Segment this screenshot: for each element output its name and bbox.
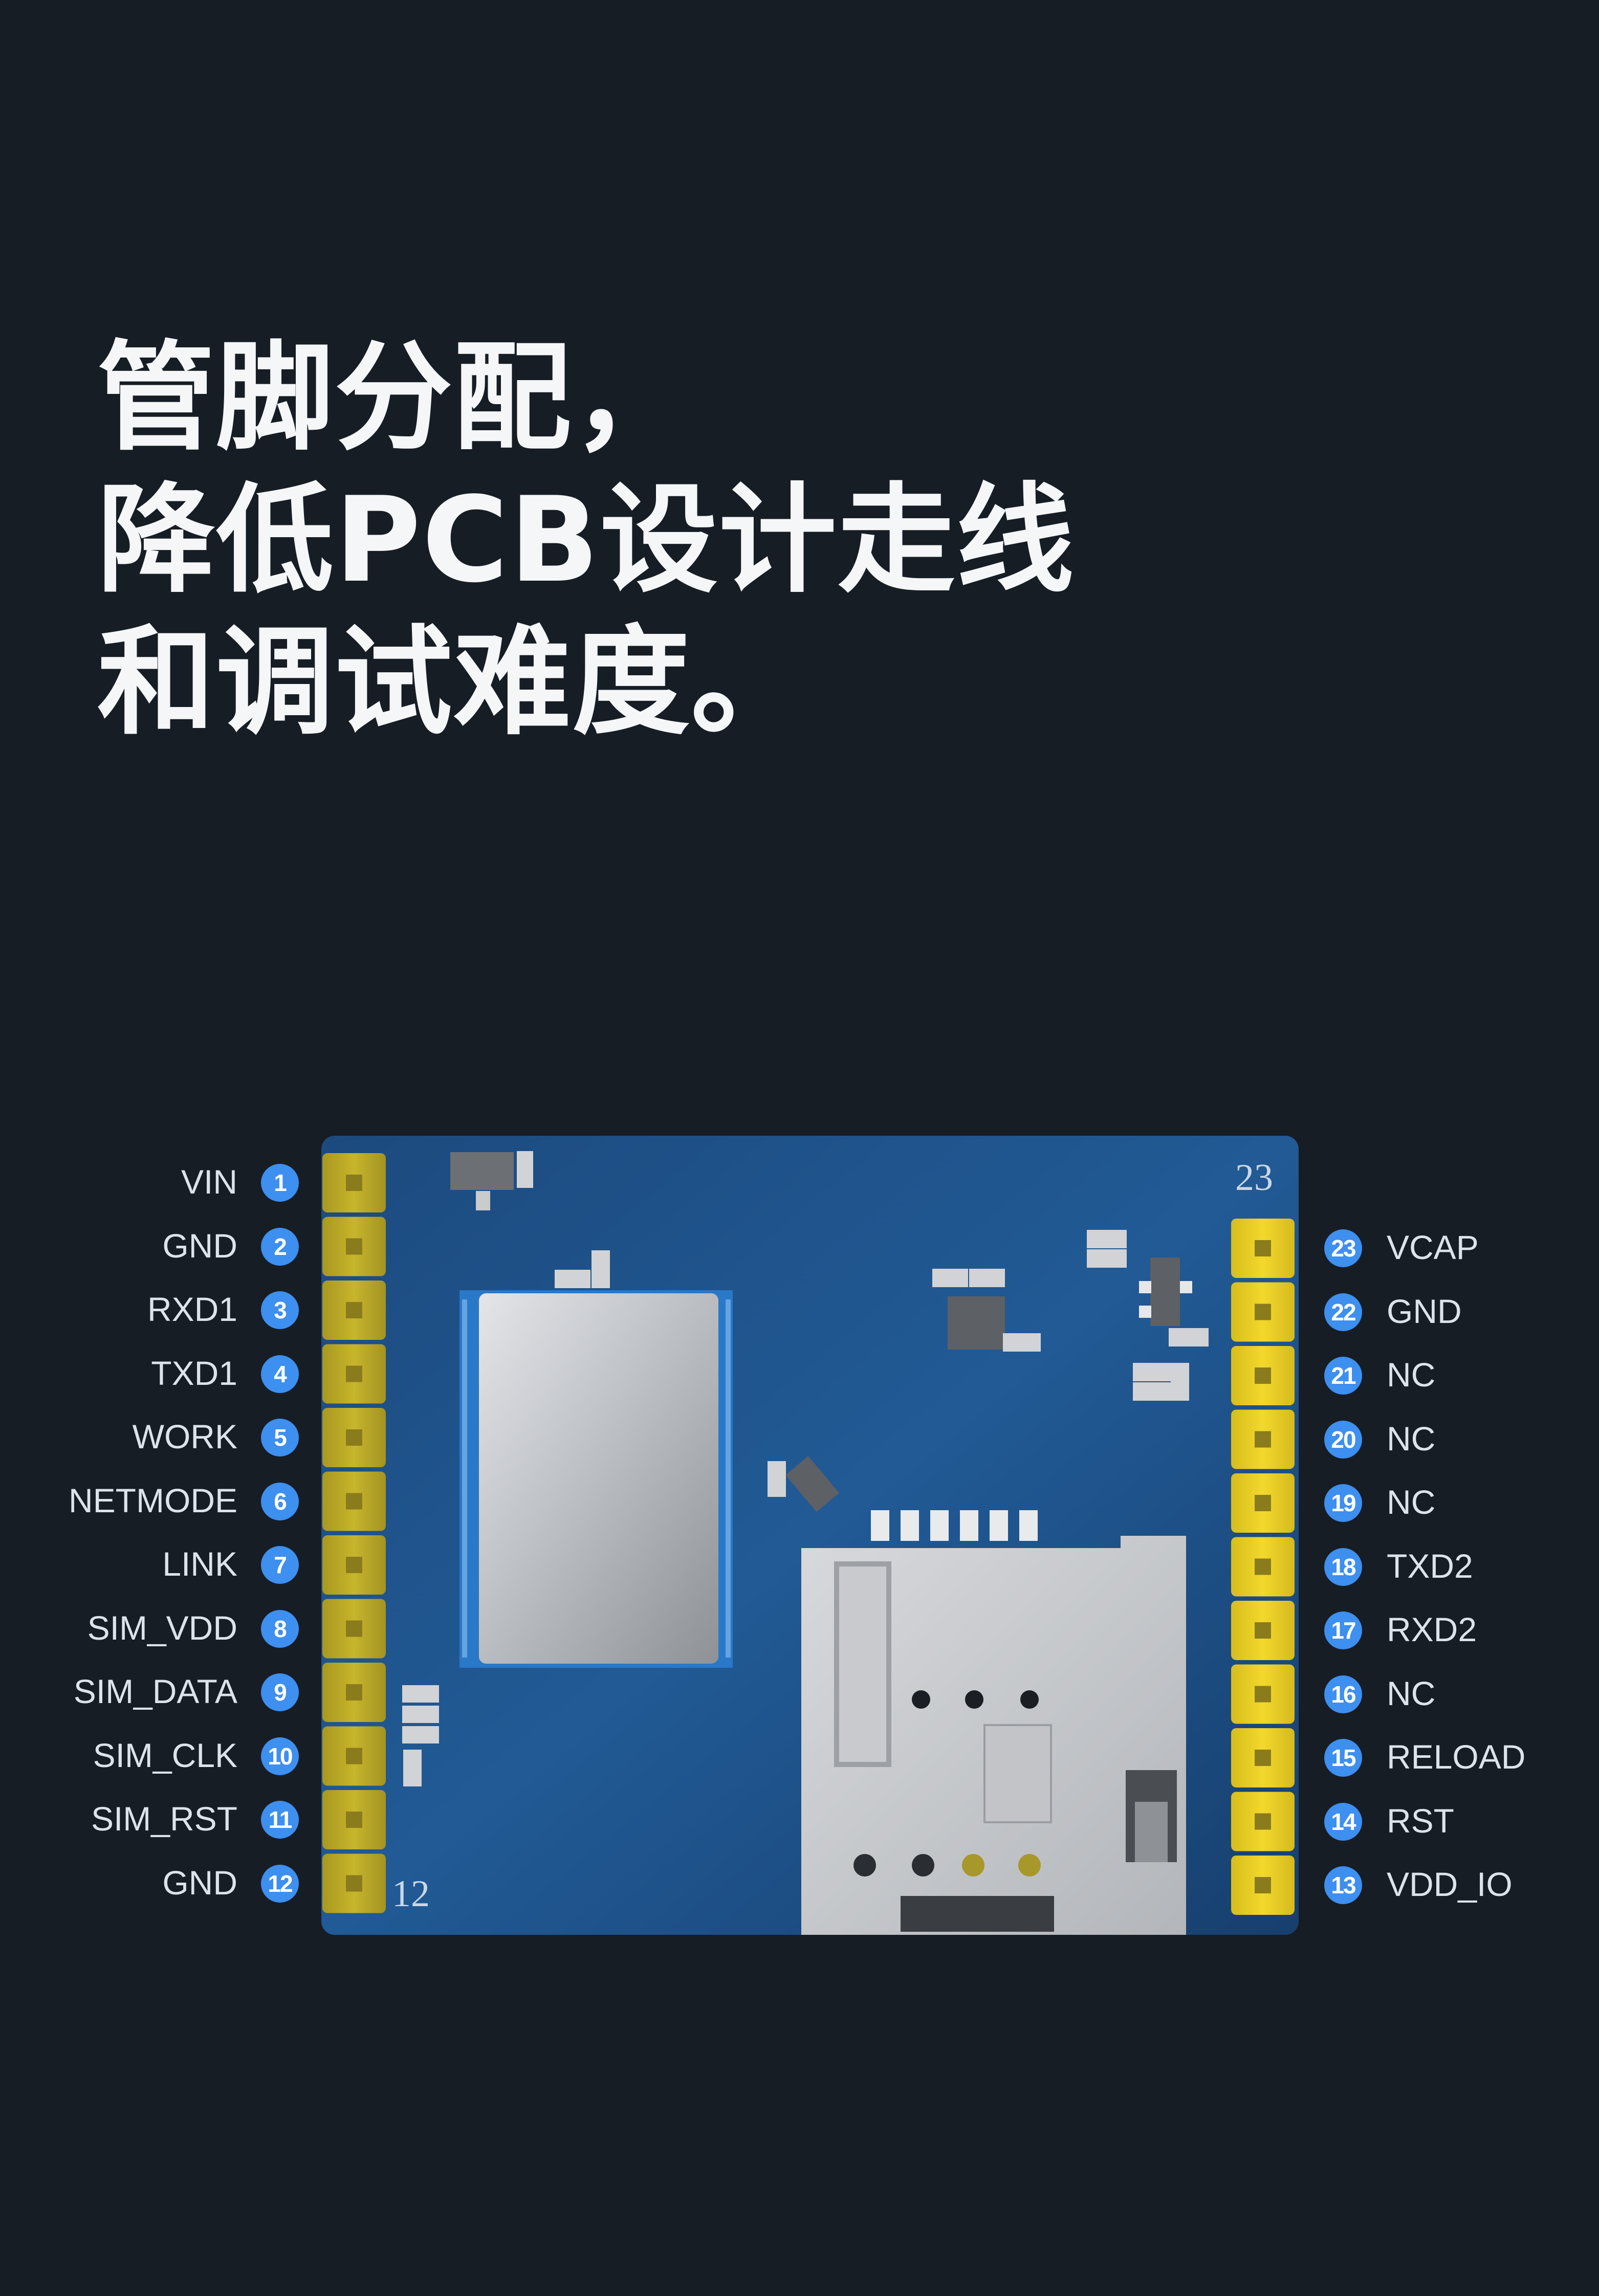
pin-number-badge-2: 2 (261, 1227, 299, 1266)
pin-number-badge-9: 9 (261, 1673, 299, 1711)
pin-label-18: TXD2 (1387, 1547, 1473, 1585)
pin-number-badge-3: 3 (261, 1291, 299, 1329)
pin-label-22: GND (1387, 1292, 1462, 1330)
pin-number-badge-8: 8 (261, 1609, 299, 1648)
pin-number-badge-15: 15 (1324, 1739, 1362, 1777)
right-pad-14-hole (1255, 1813, 1271, 1830)
right-pad-16-hole (1255, 1686, 1271, 1703)
pin-number-badge-13: 13 (1324, 1866, 1362, 1904)
left-pad-12-hole (346, 1875, 362, 1892)
pin-label-10: SIM_CLK (93, 1736, 237, 1774)
pin-number-badge-19: 19 (1324, 1484, 1362, 1522)
pin-number-badge-11: 11 (261, 1801, 299, 1839)
pin-label-11: SIM_RST (91, 1800, 237, 1838)
pin-label-21: NC (1387, 1356, 1436, 1394)
pin-label-19: NC (1387, 1483, 1436, 1521)
right-pad-15-hole (1255, 1750, 1271, 1766)
pin-label-12: GND (162, 1863, 237, 1902)
pin-label-1: VIN (181, 1163, 237, 1201)
pin-number-badge-22: 22 (1324, 1293, 1362, 1331)
right-pad-19-hole (1255, 1495, 1271, 1511)
pin-number-badge-20: 20 (1324, 1420, 1362, 1459)
left-pad-2-hole (346, 1238, 362, 1255)
right-header-pins (1231, 1219, 1295, 1915)
pin-label-6: NETMODE (69, 1481, 237, 1519)
left-pad-4-hole (346, 1365, 362, 1382)
pin-number-badge-21: 21 (1324, 1357, 1362, 1395)
pin-number-badge-1: 1 (261, 1164, 299, 1202)
headline-line-1: 管脚分配， (97, 330, 691, 467)
pin-label-20: NC (1387, 1419, 1436, 1458)
pin-label-7: LINK (162, 1545, 237, 1583)
left-pad-11-hole (346, 1812, 362, 1828)
pin-number-badge-23: 23 (1324, 1229, 1362, 1267)
left-pad-1-hole (346, 1175, 362, 1191)
pin-label-16: NC (1387, 1674, 1436, 1712)
board-silkscreen-23: 23 (1235, 1157, 1273, 1199)
pin-label-5: WORK (132, 1418, 237, 1455)
left-pad-3-hole (346, 1302, 362, 1318)
right-pad-13-hole (1255, 1877, 1271, 1893)
left-pad-5-hole (346, 1429, 362, 1446)
pin-number-badge-17: 17 (1324, 1611, 1362, 1649)
smd-components (402, 1151, 1209, 1786)
pin-label-8: SIM_VDD (87, 1608, 237, 1647)
right-pad-21-hole (1255, 1367, 1271, 1384)
pin-number-badge-14: 14 (1324, 1802, 1362, 1841)
left-pad-7-hole (346, 1557, 362, 1573)
pin-number-badge-10: 10 (261, 1737, 299, 1775)
left-header-pins (322, 1153, 386, 1913)
left-pad-6-hole (346, 1493, 362, 1510)
rf-module (459, 1290, 733, 1668)
left-pad-10-hole (346, 1748, 362, 1764)
left-pad-9-hole (346, 1684, 362, 1701)
right-pad-22-hole (1255, 1304, 1271, 1320)
pin-label-17: RXD2 (1387, 1610, 1477, 1648)
pin-label-15: RELOAD (1387, 1738, 1526, 1776)
pin-number-badge-4: 4 (261, 1355, 299, 1393)
pin-label-4: TXD1 (151, 1354, 237, 1392)
right-pad-23-hole (1255, 1240, 1271, 1256)
headline: 管脚分配， 降低PCB设计走线 和调试难度。 (97, 327, 1075, 754)
pin-label-2: GND (162, 1226, 237, 1265)
right-pad-18-hole (1255, 1558, 1271, 1575)
right-pad-17-hole (1255, 1622, 1271, 1639)
left-pad-8-hole (346, 1620, 362, 1637)
right-pad-20-hole (1255, 1431, 1271, 1448)
pin-number-badge-6: 6 (261, 1482, 299, 1520)
pin-label-14: RST (1387, 1801, 1454, 1840)
pin-number-badge-18: 18 (1324, 1548, 1362, 1586)
headline-line-2: 降低PCB设计走线 (97, 472, 1075, 609)
pin-label-9: SIM_DATA (73, 1672, 237, 1710)
pin-label-23: VCAP (1387, 1228, 1479, 1266)
sim-card-holder (801, 1510, 1186, 1935)
headline-line-3: 和调试难度。 (97, 614, 810, 751)
board-silkscreen-12: 12 (392, 1873, 430, 1915)
pin-number-badge-5: 5 (261, 1419, 299, 1456)
pin-label-13: VDD_IO (1387, 1865, 1513, 1903)
pin-number-badge-7: 7 (261, 1546, 299, 1584)
pin-number-badge-12: 12 (261, 1864, 299, 1903)
pin-label-3: RXD1 (147, 1290, 237, 1328)
pin-number-badge-16: 16 (1324, 1675, 1362, 1713)
